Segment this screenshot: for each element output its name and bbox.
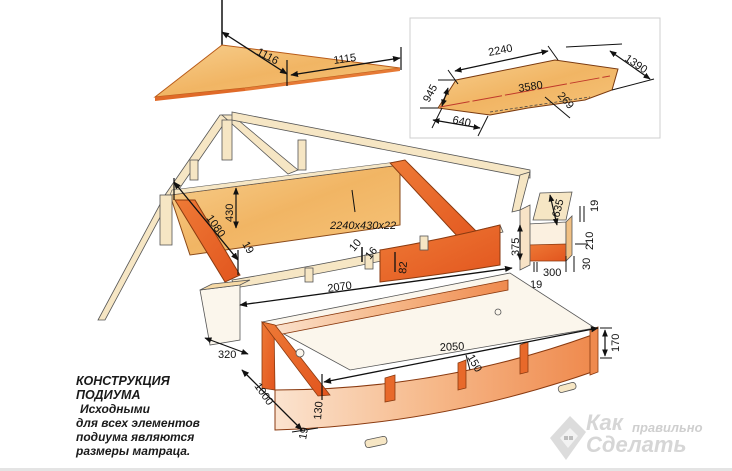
dim-82: 82 (397, 261, 410, 274)
board-spec-label: 2240x430x22 (329, 220, 396, 232)
dim-210: 210 (584, 232, 596, 250)
caption-line3: для всех элементов (76, 416, 200, 430)
bottom-border (0, 468, 732, 471)
caption-line4: подиума являются (76, 430, 195, 444)
dim-19-frame: 19 (239, 240, 256, 257)
caption-title-line2: ПОДИУМА (76, 388, 141, 402)
side-step-box: 375 635 19 210 30 300 19 (510, 191, 601, 291)
caption-title-line1: КОНСТРУКЦИЯ (76, 374, 170, 388)
dim-2240: 2240 (487, 42, 513, 58)
site-watermark: Как правильно Сделать (548, 410, 728, 466)
watermark-word-sdelat: Сделать (586, 432, 687, 457)
top-corner-panel: 1116 1115 (153, 0, 402, 101)
dim-430: 430 (224, 204, 236, 222)
dim-30: 30 (581, 258, 593, 270)
dim-19-box-top: 19 (589, 200, 601, 212)
house-logo-icon (550, 416, 586, 460)
drawer-box: 2050 150 170 1000 130 19 (241, 272, 622, 449)
dim-300: 300 (543, 267, 561, 279)
dim-19-drawer: 19 (297, 426, 311, 440)
dim-320: 320 (218, 349, 236, 361)
dim-640: 640 (451, 114, 471, 130)
dim-375: 375 (510, 238, 522, 256)
caption-line5: размеры матраца. (76, 444, 191, 458)
dim-2050: 2050 (440, 341, 465, 354)
construction-caption: КОНСТРУКЦИЯ ПОДИУМА Исходными для всех э… (76, 374, 200, 458)
dim-2070: 2070 (327, 280, 353, 295)
dim-1115: 1115 (333, 52, 357, 67)
main-frame: 430 1080 19 2240x430x22 10 16 82 2070 32… (97, 111, 531, 361)
dim-3580: 3580 (518, 79, 544, 95)
watermark-word-pravilno: правильно (632, 420, 703, 435)
inset-mattress-panel: 2240 1390 945 3580 269 640 (409, 17, 661, 139)
caption-lead: Исходными (80, 402, 150, 416)
watermark-word-kak: Как (586, 410, 623, 435)
dim-130: 130 (312, 401, 326, 420)
dim-635: 635 (550, 198, 566, 219)
dim-170: 170 (610, 334, 622, 352)
